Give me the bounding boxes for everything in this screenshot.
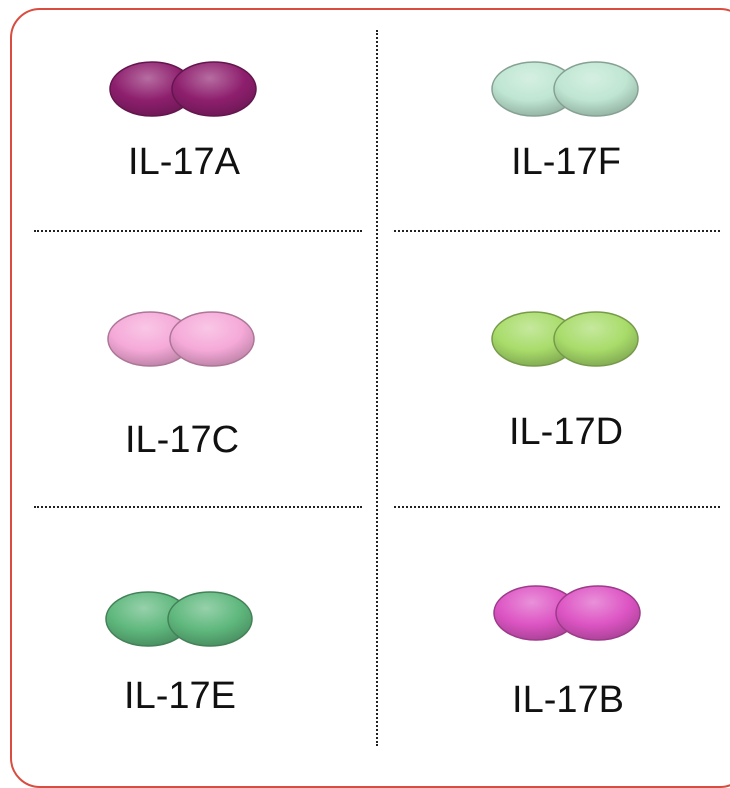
dimer-icon bbox=[493, 585, 641, 641]
panel-il-17d: IL-17D bbox=[416, 306, 716, 486]
panel-il-17e: IL-17E bbox=[30, 586, 330, 766]
diagram-frame bbox=[10, 8, 730, 788]
dimer-icon bbox=[491, 311, 639, 367]
panel-il-17c: IL-17C bbox=[32, 306, 332, 486]
horizontal-divider-right-2 bbox=[394, 506, 720, 508]
horizontal-divider-left-2 bbox=[34, 506, 362, 508]
dimer-icon bbox=[491, 61, 639, 117]
panel-label: IL-17B bbox=[512, 679, 624, 721]
dimer-icon bbox=[109, 61, 257, 117]
panel-il-17f: IL-17F bbox=[416, 56, 716, 236]
panel-il-17b: IL-17B bbox=[418, 580, 718, 760]
dimer-icon bbox=[105, 591, 253, 647]
horizontal-divider-left-1 bbox=[34, 230, 362, 232]
panel-label: IL-17E bbox=[124, 675, 236, 717]
horizontal-divider-right-1 bbox=[394, 230, 720, 232]
panel-label: IL-17F bbox=[511, 141, 621, 183]
panel-label: IL-17A bbox=[128, 141, 240, 183]
dimer-icon bbox=[107, 311, 255, 367]
panel-label: IL-17D bbox=[508, 411, 624, 453]
panel-label: IL-17C bbox=[124, 419, 240, 461]
vertical-divider bbox=[376, 30, 378, 746]
panel-il-17a: IL-17A bbox=[34, 56, 334, 236]
